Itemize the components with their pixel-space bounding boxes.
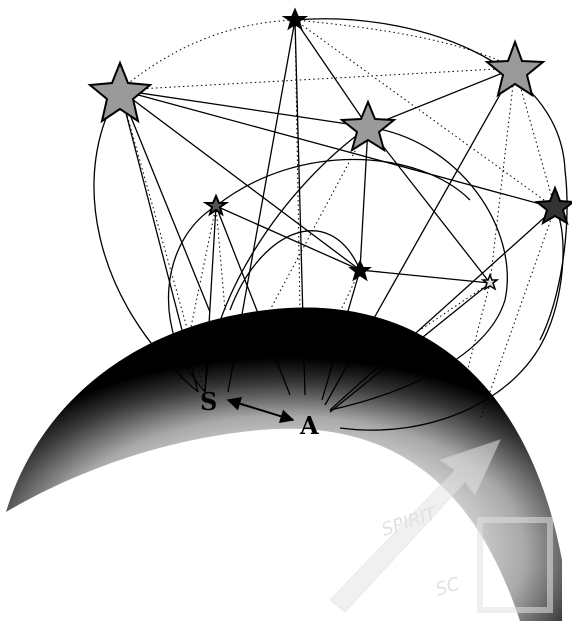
- star-large-left: [90, 63, 150, 121]
- label-a: A: [299, 411, 319, 440]
- watermark-word-2: SC: [433, 573, 463, 601]
- star-large-center: [342, 102, 394, 150]
- star-large-right: [487, 42, 543, 95]
- label-s: S: [200, 387, 217, 416]
- stars: [90, 10, 572, 289]
